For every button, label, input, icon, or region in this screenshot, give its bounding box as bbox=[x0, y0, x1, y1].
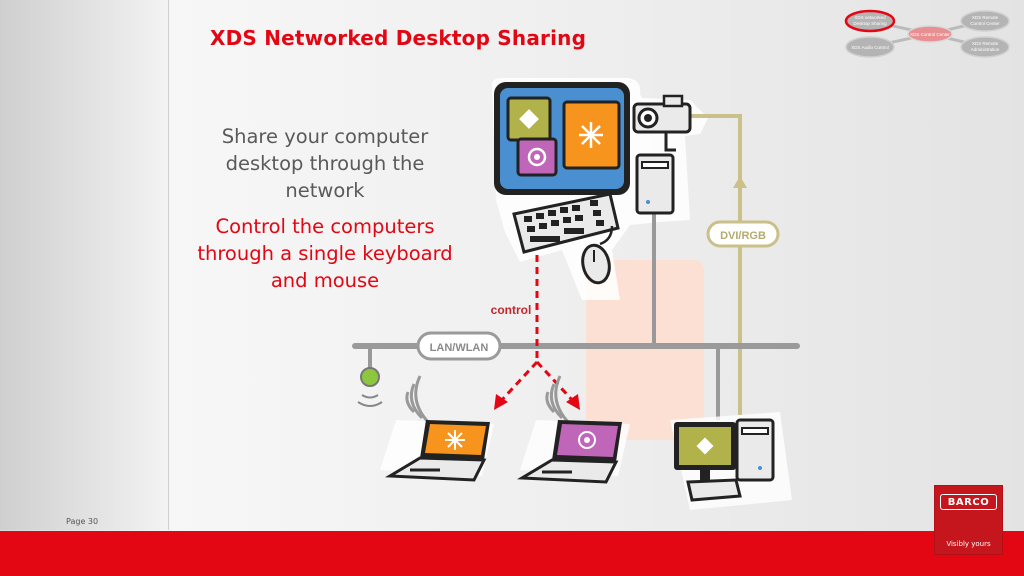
control-path: control bbox=[491, 255, 580, 410]
svg-text:Administration: Administration bbox=[971, 47, 1000, 52]
lan-label-badge: LAN/WLAN bbox=[416, 331, 502, 361]
dvi-cable: DVI/RGB bbox=[690, 114, 780, 415]
mouse-icon bbox=[581, 225, 614, 285]
section-nav: XDS networked Desktop Sharing XDS Remote… bbox=[844, 9, 1010, 58]
logo-wordmark: BARCO bbox=[940, 494, 997, 510]
projector-icon bbox=[632, 94, 692, 134]
laptop-icon bbox=[516, 420, 630, 484]
keyboard-icon bbox=[512, 192, 620, 254]
svg-text:Control Center: Control Center bbox=[970, 21, 1000, 26]
svg-text:XDS Control Center: XDS Control Center bbox=[910, 32, 950, 37]
laptop-icon bbox=[380, 420, 494, 482]
highlight-text: Control the computers through a single k… bbox=[197, 215, 453, 292]
left-divider bbox=[168, 0, 169, 530]
left-shade bbox=[0, 0, 170, 530]
nav-item-remote-control-center[interactable]: XDS Remote Control Center bbox=[960, 10, 1010, 32]
dvi-label: DVI/RGB bbox=[720, 230, 766, 242]
pc-tower-icon bbox=[635, 132, 676, 215]
logo-tagline: Visibly yours bbox=[946, 540, 991, 548]
wifi-signal-icon bbox=[545, 375, 572, 426]
barco-logo: BARCO Visibly yours bbox=[935, 486, 1002, 554]
nav-item-control-center[interactable]: XDS Control Center bbox=[907, 25, 953, 43]
workstation-icon bbox=[670, 412, 792, 510]
network-diagram: DVI/RGB LAN/WLAN control bbox=[352, 78, 800, 510]
slide-title: XDS Networked Desktop Sharing bbox=[210, 26, 587, 50]
nav-item-remote-administration[interactable]: XDS Remote Administration bbox=[960, 36, 1010, 58]
svg-text:XDS Remote: XDS Remote bbox=[972, 15, 999, 20]
nav-item-audio-control[interactable]: XDS Audio Control bbox=[845, 36, 895, 58]
description-text: Share your computer desktop through the … bbox=[221, 125, 429, 202]
highlight-zone bbox=[586, 260, 704, 440]
shared-display-icon bbox=[494, 82, 630, 195]
svg-text:XDS networked: XDS networked bbox=[854, 15, 886, 20]
footer-bar bbox=[0, 531, 1024, 576]
control-label: control bbox=[491, 303, 532, 317]
svg-text:LAN/WLAN: LAN/WLAN bbox=[430, 342, 489, 354]
svg-text:XDS Remote: XDS Remote bbox=[972, 41, 999, 46]
access-point-icon bbox=[357, 367, 383, 407]
svg-text:XDS Audio Control: XDS Audio Control bbox=[851, 45, 889, 50]
svg-text:Desktop Sharing: Desktop Sharing bbox=[853, 21, 887, 26]
page-number: Page 30 bbox=[66, 517, 99, 526]
wifi-signal-icon bbox=[405, 375, 432, 426]
nav-item-desktop-sharing[interactable]: XDS networked Desktop Sharing bbox=[844, 9, 896, 33]
